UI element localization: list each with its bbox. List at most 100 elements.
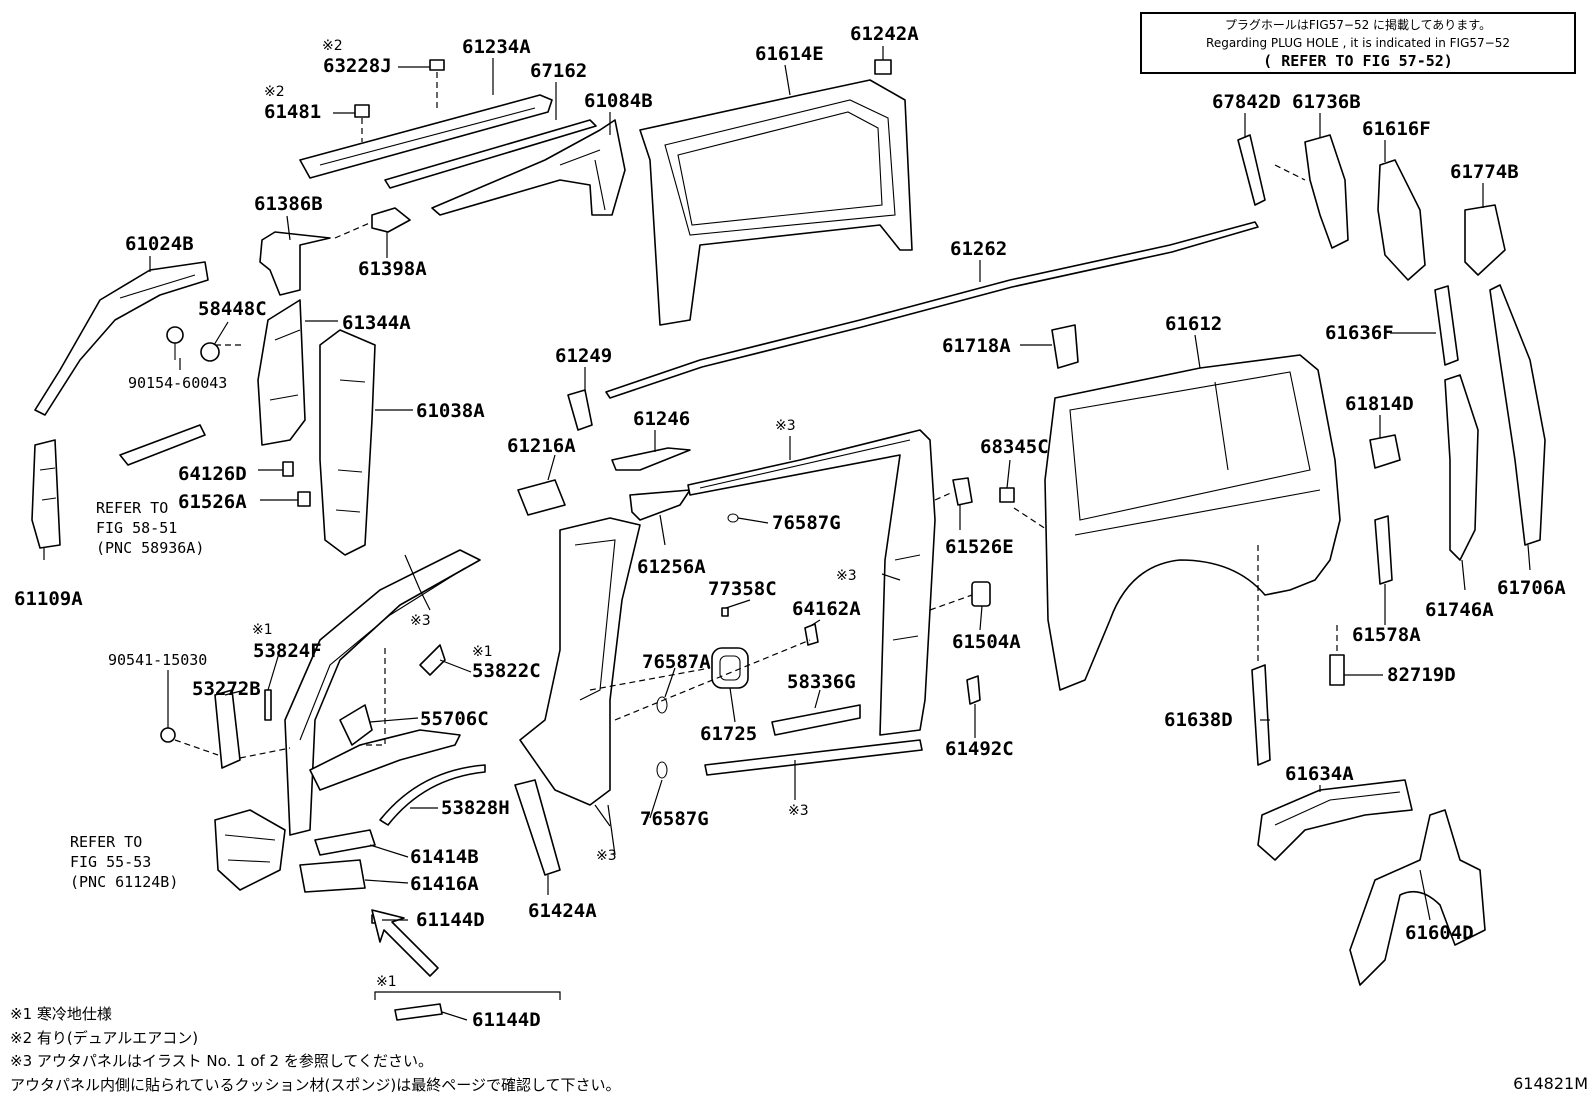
label-61736B[interactable]: 61736B	[1292, 91, 1361, 113]
part-90154-60043-bolt[interactable]	[166, 326, 184, 360]
label-61706A[interactable]: 61706A	[1497, 577, 1566, 599]
part-53824F[interactable]	[264, 689, 272, 721]
part-61774B[interactable]	[1464, 204, 1506, 276]
part-77358C[interactable]	[721, 607, 729, 617]
label-61109A[interactable]: 61109A	[14, 588, 83, 610]
label-61414B[interactable]: 61414B	[410, 846, 479, 868]
label-61234A[interactable]: 61234A	[462, 36, 531, 58]
label-61612[interactable]: 61612	[1165, 313, 1222, 335]
label-61262[interactable]: 61262	[950, 238, 1007, 260]
part-61736B[interactable]	[1304, 134, 1349, 249]
label-61246[interactable]: 61246	[633, 408, 690, 430]
part-53828H[interactable]	[379, 764, 486, 826]
label-90154-60043[interactable]: 90154-60043	[128, 374, 227, 392]
part-61109A[interactable]	[31, 439, 61, 549]
part-61504A[interactable]	[971, 581, 991, 607]
refer-58-51-line1[interactable]: REFER TO	[96, 499, 168, 517]
label-53272B[interactable]: 53272B	[192, 678, 261, 700]
label-53822C[interactable]: 53822C	[472, 660, 541, 682]
label-61242A[interactable]: 61242A	[850, 23, 919, 45]
part-90541-15030[interactable]	[160, 727, 176, 743]
refer-55-53-line2[interactable]: FIG 55-53	[70, 853, 151, 871]
part-61526E[interactable]	[952, 477, 973, 506]
part-refer-61124B[interactable]	[214, 809, 286, 891]
part-76587G-a[interactable]	[727, 513, 739, 523]
label-61249[interactable]: 61249	[555, 345, 612, 367]
label-61416A[interactable]: 61416A	[410, 873, 479, 895]
label-58448C[interactable]: 58448C	[198, 298, 267, 320]
part-61398A[interactable]	[371, 207, 411, 233]
part-58336G[interactable]	[771, 704, 861, 736]
label-67162[interactable]: 67162	[530, 60, 587, 82]
part-61249[interactable]	[567, 389, 593, 431]
part-53822C[interactable]	[419, 644, 446, 676]
part-61242A[interactable]	[874, 59, 892, 75]
label-61604D[interactable]: 61604D	[1405, 922, 1474, 944]
label-82719D[interactable]: 82719D	[1387, 664, 1456, 686]
label-61504A[interactable]: 61504A	[952, 631, 1021, 653]
label-61725[interactable]: 61725	[700, 723, 757, 745]
part-61638D[interactable]	[1251, 664, 1271, 766]
part-76587A[interactable]	[656, 696, 668, 714]
part-61636F[interactable]	[1434, 285, 1459, 366]
label-53824F[interactable]: 53824F	[253, 640, 322, 662]
part-61024B[interactable]	[34, 261, 209, 416]
label-61814D[interactable]: 61814D	[1345, 393, 1414, 415]
label-68345C[interactable]: 68345C	[980, 436, 1049, 458]
part-63228J-clip[interactable]	[429, 59, 445, 71]
label-61144D-b[interactable]: 61144D	[472, 1009, 541, 1031]
part-61604D[interactable]	[1349, 809, 1486, 986]
part-61725[interactable]	[711, 647, 749, 689]
label-61578A[interactable]: 61578A	[1352, 624, 1421, 646]
label-61614E[interactable]: 61614E	[755, 43, 824, 65]
label-61386B[interactable]: 61386B	[254, 193, 323, 215]
label-61638D[interactable]: 61638D	[1164, 709, 1233, 731]
part-front-door-frame[interactable]	[284, 549, 481, 836]
label-61718A[interactable]: 61718A	[942, 335, 1011, 357]
part-61216A[interactable]	[517, 479, 566, 516]
label-61481[interactable]: 61481	[264, 101, 321, 123]
label-61084B[interactable]: 61084B	[584, 90, 653, 112]
part-64126D[interactable]	[282, 461, 294, 477]
label-76587G-b[interactable]: 76587G	[640, 808, 709, 830]
part-61706A[interactable]	[1489, 284, 1546, 546]
label-61398A[interactable]: 61398A	[358, 258, 427, 280]
refer-55-53-line1[interactable]: REFER TO	[70, 833, 142, 851]
label-61636F[interactable]: 61636F	[1325, 322, 1394, 344]
label-61492C[interactable]: 61492C	[945, 738, 1014, 760]
label-61526E[interactable]: 61526E	[945, 536, 1014, 558]
part-61634A[interactable]	[1257, 779, 1413, 861]
label-64126D[interactable]: 64126D	[178, 463, 247, 485]
part-55706C[interactable]	[339, 704, 373, 746]
label-53828H[interactable]: 53828H	[441, 797, 510, 819]
label-61634A[interactable]: 61634A	[1285, 763, 1354, 785]
label-76587A[interactable]: 76587A	[642, 651, 711, 673]
label-61424A[interactable]: 61424A	[528, 900, 597, 922]
part-82719D[interactable]	[1329, 654, 1345, 686]
part-67842D[interactable]	[1237, 134, 1266, 206]
label-61024B[interactable]: 61024B	[125, 233, 194, 255]
label-76587G-a[interactable]: 76587G	[772, 512, 841, 534]
part-sliding-door-frame[interactable]	[687, 429, 936, 736]
label-63228J[interactable]: 63228J	[323, 55, 392, 77]
part-61084B[interactable]	[431, 119, 626, 216]
part-64162A[interactable]	[804, 623, 819, 646]
label-61038A[interactable]: 61038A	[416, 400, 485, 422]
part-61344A[interactable]	[257, 299, 306, 446]
part-61038A[interactable]	[319, 329, 376, 556]
part-61746A[interactable]	[1444, 374, 1479, 561]
label-55706C[interactable]: 55706C	[420, 708, 489, 730]
refer-58-51-line2[interactable]: FIG 58-51	[96, 519, 177, 537]
label-67842D[interactable]: 67842D	[1212, 91, 1281, 113]
refer-55-53-line3[interactable]: (PNC 61124B)	[70, 873, 178, 891]
part-center-pillar-outer[interactable]	[519, 517, 641, 806]
part-61814D[interactable]	[1369, 434, 1401, 469]
label-64162A[interactable]: 64162A	[792, 598, 861, 620]
part-67162[interactable]	[384, 119, 597, 189]
label-58336G[interactable]: 58336G	[787, 671, 856, 693]
part-rocker-bottom[interactable]	[704, 739, 923, 776]
part-61578A[interactable]	[1374, 515, 1393, 585]
part-61246[interactable]	[611, 447, 691, 471]
part-58448C[interactable]	[200, 342, 220, 362]
label-61216A[interactable]: 61216A	[507, 435, 576, 457]
